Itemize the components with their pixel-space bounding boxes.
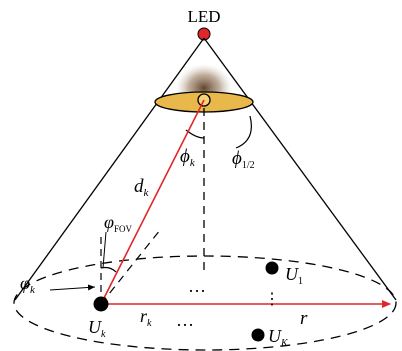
fov-line-slanted bbox=[100, 229, 161, 305]
label-u-k: Uk bbox=[88, 317, 106, 340]
dots-upper: … bbox=[188, 276, 206, 296]
label-phi-k: ϕk bbox=[180, 146, 196, 169]
label-d-k: dk bbox=[134, 176, 150, 199]
distance-line-dk bbox=[100, 99, 205, 305]
half-angle-arc bbox=[235, 115, 252, 149]
led-label: LED bbox=[187, 7, 220, 26]
label-u-K: UK bbox=[268, 326, 289, 349]
fov-angle-arc bbox=[100, 266, 117, 273]
dots-vertical: ⋮ bbox=[264, 291, 280, 308]
label-phi-half: ϕ1/2 bbox=[232, 148, 255, 171]
label-r-k: rk bbox=[140, 306, 152, 329]
user-K-dot bbox=[251, 328, 265, 342]
label-varphi-fov: φFOV bbox=[104, 212, 132, 234]
incidence-angle-arrow bbox=[49, 284, 96, 291]
user-1-dot bbox=[265, 261, 279, 275]
label-u-1: U1 bbox=[285, 264, 303, 287]
coverage-ellipse bbox=[13, 255, 397, 351]
cone-left-edge bbox=[14, 37, 205, 301]
dots-lower: … bbox=[176, 310, 194, 330]
fov-label-pointer bbox=[102, 231, 107, 269]
user-k-dot bbox=[93, 296, 109, 312]
led-source bbox=[197, 27, 211, 41]
label-varphi-k: φk bbox=[20, 273, 36, 296]
cone-right-edge bbox=[203, 37, 397, 301]
label-r: r bbox=[300, 308, 308, 329]
